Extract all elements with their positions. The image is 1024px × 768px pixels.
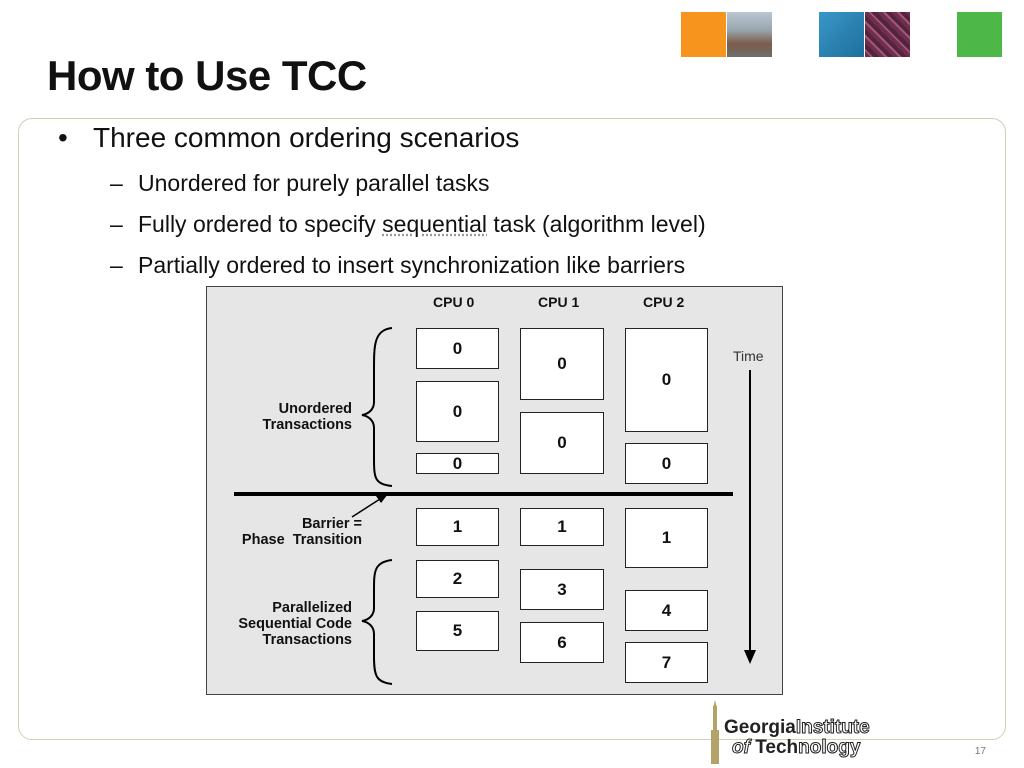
logo-wordmark: GeorgiaInstitute of Technology <box>724 717 870 758</box>
label-line: Barrier = <box>301 516 362 532</box>
unordered-transactions-label: Unordered Transactions <box>232 401 352 433</box>
cpu2-transaction-box: 1 <box>625 508 708 568</box>
circuit-photo-tile <box>865 12 910 57</box>
logo-nology: nology <box>798 737 861 758</box>
logo-georgia: Georgia <box>724 717 796 738</box>
cpu2-transaction-box: 4 <box>625 590 708 631</box>
logo-tech: Tech <box>755 737 799 758</box>
time-arrow-head <box>744 650 756 664</box>
parallelized-transactions-label: Parallelized Sequential Code Transaction… <box>210 600 352 648</box>
tech-tower-icon <box>711 700 719 764</box>
cpu1-transaction-box: 0 <box>520 412 604 474</box>
barrier-pointer-line <box>351 498 381 518</box>
green-tile <box>957 12 1002 57</box>
barrier-pointer-arrowhead <box>376 494 388 503</box>
cpu0-transaction-box: 5 <box>416 611 499 651</box>
label-line: Phase Transition <box>241 532 362 548</box>
bullet-marker: • <box>58 122 68 153</box>
sub-bullet-text: Unordered for purely parallel tasks <box>138 170 490 196</box>
cpu1-transaction-box: 6 <box>520 622 604 663</box>
cpu1-header: CPU 1 <box>538 294 580 310</box>
cpu0-transaction-box: 0 <box>416 381 499 442</box>
sub-bullet-text: Partially ordered to insert synchronizat… <box>138 252 686 278</box>
sub-bullet-dash: – <box>110 211 123 237</box>
sub-bullet-text-before: Fully ordered to specify <box>138 211 383 237</box>
label-line: Transactions <box>262 632 352 648</box>
label-line: Parallelized <box>272 600 352 616</box>
slide-title: How to Use TCC <box>47 52 367 99</box>
content-frame <box>18 118 1006 740</box>
cpu1-transaction-box: 0 <box>520 328 604 400</box>
barrier-label: Barrier = Phase Transition <box>210 516 362 548</box>
cpu0-transaction-box: 0 <box>416 328 499 369</box>
unordered-brace <box>361 327 393 487</box>
cpu0-transaction-box: 2 <box>416 560 499 598</box>
cpu2-header: CPU 2 <box>643 294 685 310</box>
time-label: Time <box>733 348 764 364</box>
sub-bullet-text: Fully ordered to specify sequential task… <box>138 211 706 238</box>
cpu0-transaction-box: 0 <box>416 453 499 474</box>
sequential-highlight: sequential <box>382 211 488 237</box>
label-line: Unordered <box>278 401 352 417</box>
cpu1-transaction-box: 1 <box>520 508 604 546</box>
logo-institute: Institute <box>795 717 870 738</box>
cpu2-transaction-box: 0 <box>625 443 708 484</box>
cpu2-transaction-box: 0 <box>625 328 708 432</box>
sub-bullet-dash: – <box>110 252 123 278</box>
sub-bullet-text-after: task (algorithm level) <box>487 211 706 237</box>
orange-tile <box>681 12 726 57</box>
page-number: 17 <box>974 746 986 757</box>
parallelized-brace <box>361 559 393 685</box>
cpu1-transaction-box: 3 <box>520 569 604 610</box>
campus-photo-tile <box>727 12 772 57</box>
sub-bullet-dash: – <box>110 170 123 196</box>
main-bullet-text: Three common ordering scenarios <box>93 122 520 153</box>
blue-tile <box>819 12 864 57</box>
georgia-tech-logo: GeorgiaInstitute of Technology <box>640 700 930 768</box>
cpu0-transaction-box: 1 <box>416 508 499 546</box>
label-line: Sequential Code <box>238 616 352 632</box>
cpu2-transaction-box: 7 <box>625 642 708 683</box>
logo-of: of <box>731 737 756 758</box>
cpu0-header: CPU 0 <box>433 294 475 310</box>
label-line: Transactions <box>262 417 352 433</box>
